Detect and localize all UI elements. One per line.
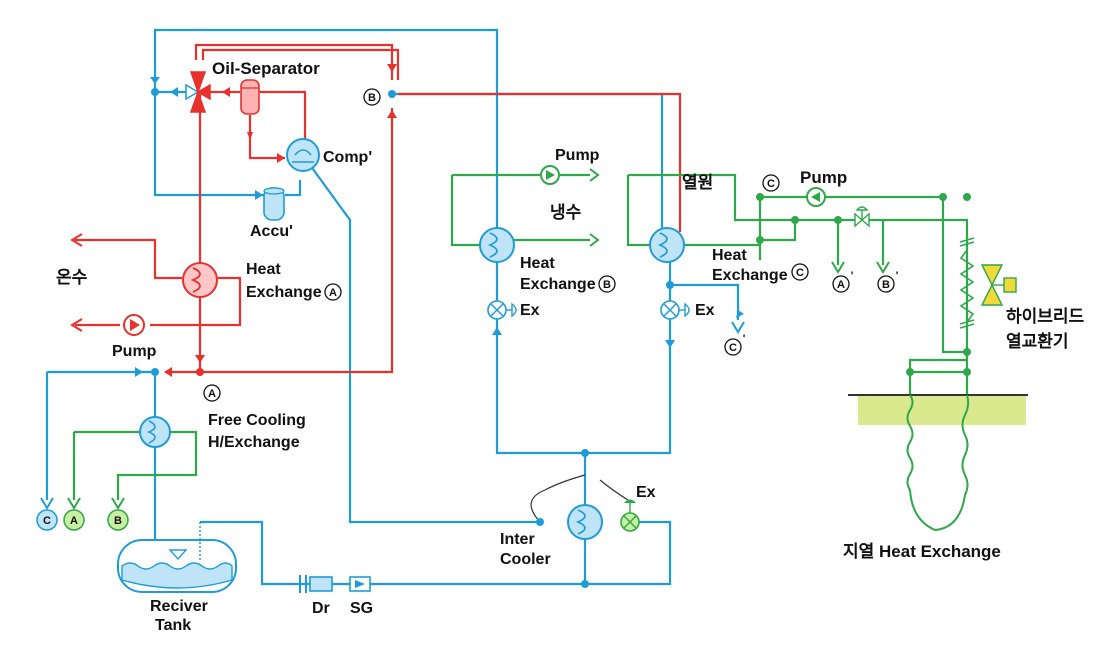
svg-text:B: B (603, 279, 611, 291)
marker-b-top: B (363, 88, 381, 106)
source-pump-icon (806, 187, 826, 207)
accumulator-icon (263, 187, 285, 221)
heat-exchange-c-label-1: Heat (712, 247, 747, 264)
inter-cooler-label-1: Inter (500, 531, 535, 548)
dryer-icon (299, 575, 333, 593)
cold-water-pump-icon (540, 165, 560, 185)
expansion-valve-b-icon (487, 300, 517, 320)
source-pump-label: Pump (800, 168, 847, 187)
svg-text:B: B (368, 92, 376, 104)
svg-text:': ' (851, 270, 854, 282)
free-cooling-label-2: H/Exchange (208, 434, 300, 451)
accumulator-label: Accu' (250, 223, 293, 240)
hybrid-fan-icon (980, 264, 1017, 306)
cold-water-label: 냉수 (550, 203, 582, 222)
hot-water-pump-label: Pump (112, 343, 157, 360)
compressor-label: Comp' (323, 149, 372, 166)
hybrid-exchanger-label-2: 열교환기 (1006, 332, 1069, 351)
heat-exchanger-a-icon (182, 262, 218, 298)
marker-c-source: C (762, 174, 780, 192)
free-cooling-label-1: Free Cooling (208, 412, 306, 429)
oil-separator-icon (240, 79, 260, 115)
flow-arrows (135, 64, 744, 377)
marker-b-prime: B ' (877, 270, 899, 293)
svg-text:B: B (882, 279, 890, 291)
svg-text:C: C (729, 342, 737, 354)
terminal-c: C (36, 509, 58, 531)
marker-b-he: B (598, 275, 616, 293)
inter-cooler-label-2: Cooler (500, 551, 551, 568)
cold-water-pump-label: Pump (555, 147, 600, 164)
expansion-b-label: Ex (520, 302, 540, 319)
svg-text:': ' (743, 333, 746, 345)
source-line-valves-icon (854, 206, 870, 228)
heat-exchange-c-label-2: Exchange (712, 267, 788, 284)
heat-source-label: 열원 (682, 173, 713, 192)
hybrid-heat-exchanger-icon (959, 237, 975, 329)
heat-exchange-b-label-2: Exchange (520, 276, 596, 293)
ground-strip (858, 395, 1026, 425)
expansion-valve-c-icon (660, 300, 690, 320)
sight-glass-label: SG (350, 600, 373, 617)
svg-text:A: A (208, 388, 216, 400)
svg-text:B: B (114, 515, 122, 527)
receiver-tank-label-2: Tank (155, 617, 191, 634)
hot-water-label: 온수 (56, 268, 88, 287)
green-water-lines (72, 173, 969, 500)
marker-c-prime: C ' (724, 333, 746, 356)
hybrid-exchanger-label-1: 하이브리드 (1006, 307, 1085, 326)
svg-text:C: C (796, 267, 804, 279)
pipe-stubs (40, 168, 890, 510)
dryer-label: Dr (312, 600, 330, 617)
marker-a-prime: A ' (832, 270, 854, 293)
heat-exchange-b-label-1: Heat (520, 255, 555, 272)
svg-text:A: A (837, 279, 845, 291)
heat-exchange-a-label-1: Heat (246, 261, 281, 278)
expansion-c-label: Ex (695, 302, 715, 319)
svg-text:': ' (896, 270, 899, 282)
inter-cooler-expansion-valve-icon (620, 499, 640, 532)
hot-water-pump-icon (123, 314, 145, 336)
receiver-tank-label-1: Reciver (150, 598, 208, 615)
heat-exchanger-c-icon (649, 227, 685, 263)
three-way-valve-icon (185, 71, 211, 113)
junction-dots (151, 88, 971, 588)
terminal-a: A (63, 509, 85, 531)
geothermal-label: 지열 Heat Exchange (843, 542, 1001, 561)
receiver-tank-icon (117, 522, 237, 593)
terminal-b: B (107, 509, 129, 531)
marker-a-bottom: A (203, 384, 221, 402)
heat-exchange-a-label-2: Exchange (246, 284, 322, 301)
inter-cooler-icon (530, 474, 629, 540)
geothermal-loop (906, 394, 970, 532)
sight-glass-icon (349, 576, 371, 592)
svg-text:A: A (70, 515, 78, 527)
svg-text:C: C (767, 178, 775, 190)
free-cooling-heat-exchanger-icon (139, 416, 171, 448)
inter-cooler-ex-label: Ex (636, 484, 656, 501)
oil-separator-label: Oil-Separator (212, 59, 320, 78)
svg-text:C: C (43, 515, 51, 527)
marker-a-he: A (324, 283, 342, 301)
svg-text:A: A (329, 287, 337, 299)
marker-c-he: C (791, 263, 809, 281)
heat-exchanger-b-icon (479, 227, 515, 263)
compressor-icon (286, 138, 320, 172)
